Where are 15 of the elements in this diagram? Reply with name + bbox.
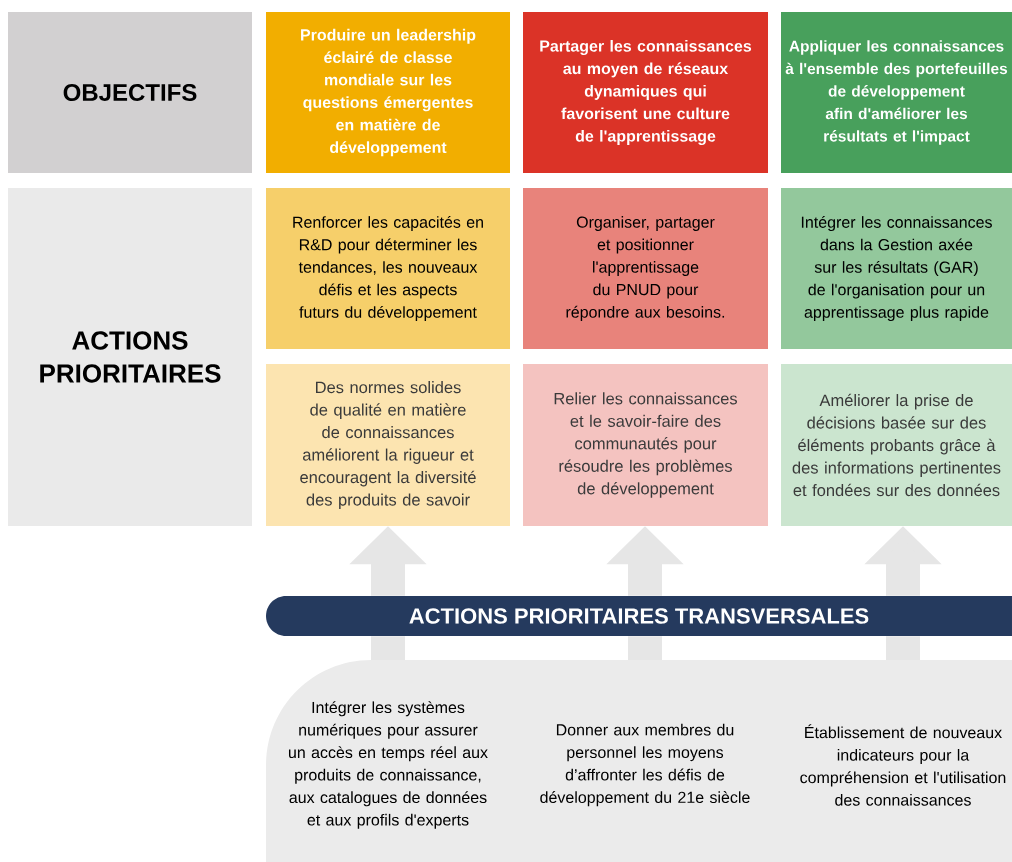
objective-box: Appliquer les connaissances à l'ensemble des portefeuilles de développement afin d'améliorer les résultats et l'impact	[781, 12, 1012, 173]
action-box: Renforcer les capacités en R&D pour déterminer les tendances, les nouveaux défis et les aspects futurs du développement	[266, 188, 510, 349]
panel-text: Intégrer les systèmes numériques pour assurer un accès en temps réel aux produits de connaissance, aux catalogues de données et aux profils d'experts	[289, 701, 488, 829]
outcome-box: Relier les connaissances et le savoir-faire des communautés pour résoudre les problèmes de développement	[523, 364, 768, 526]
heading-box: OBJECTIFS	[8, 12, 252, 173]
panel-text: Donner aux membres du personnel les moyens d’affronter les défis de développement du 21e siècle	[540, 723, 750, 807]
heading-box: ACTIONS PRIORITAIRES	[8, 188, 252, 526]
action-box: Intégrer les connaissances dans la Gestion axée sur les résultats (GAR) de l'organisation pour un apprentissage plus rapide	[781, 188, 1012, 349]
banner: ACTIONS PRIORITAIRES TRANSVERSALES	[266, 596, 1012, 636]
action-box: Organiser, partager et positionner l'apprentissage du PNUD pour répondre aux besoins.	[523, 188, 768, 349]
panel-text: Établissement de nouveaux indicateurs pour la compréhension et l'utilisation des connaissances	[800, 724, 1006, 806]
outcome-box: Des normes solides de qualité en matière de connaissances améliorent la rigueur et encouragent la diversité des produits de savoir	[266, 364, 510, 526]
objective-box: Partager les connaissances au moyen de réseaux dynamiques qui favorisent une culture de l'apprentissage	[523, 12, 768, 173]
outcome-box: Améliorer la prise de décisions basée sur des éléments probants grâce à des informations pertinentes et fondées sur des données	[781, 364, 1012, 526]
objective-box: Produire un leadership éclairé de classe mondiale sur les questions émergentes en matière de développement	[266, 12, 510, 173]
